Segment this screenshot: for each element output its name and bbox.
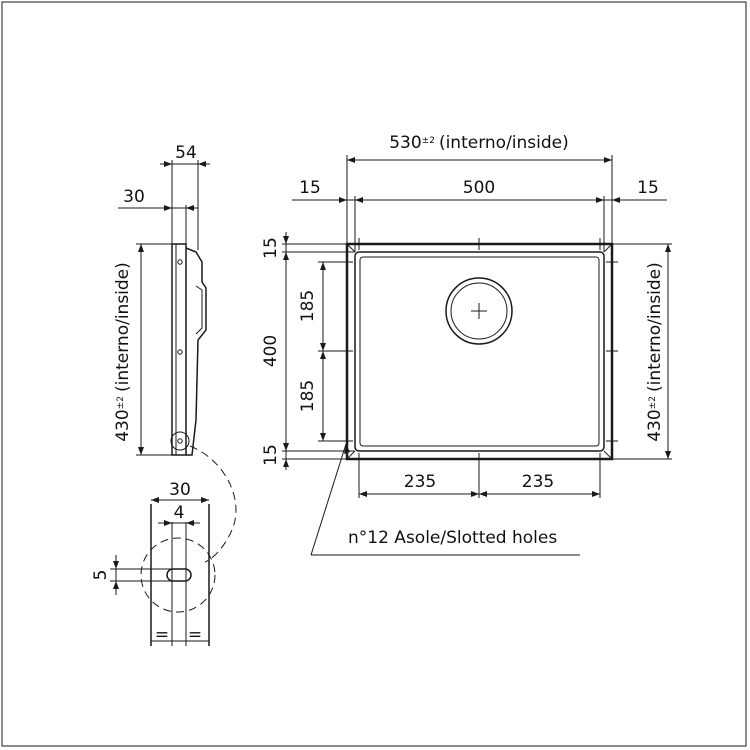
corner-line-bl <box>346 450 356 460</box>
dimension-arrows <box>113 157 671 589</box>
dim-margin-left: 15 <box>299 178 321 198</box>
drain-inner <box>450 282 508 340</box>
dim-inner-width: 500 <box>463 178 495 198</box>
side-profile-view: 54 30 430±2(interno/inside) <box>113 143 210 456</box>
corner-line-tr <box>603 243 613 253</box>
dim-margin-bottom: 15 <box>261 444 281 466</box>
sink-basin <box>354 251 605 452</box>
dim-bottom-left: 235 <box>404 472 436 492</box>
detail-circle <box>140 537 216 613</box>
dim-detail-width: 30 <box>169 480 191 500</box>
dim-side-depth: 54 <box>175 143 197 163</box>
dim-margin-right: 15 <box>637 178 659 198</box>
equal-mark-left: = <box>155 625 169 645</box>
side-pocket <box>195 285 203 335</box>
front-view: 530±2(interno/inside) 15 500 15 15 400 1… <box>261 133 672 556</box>
dim-margin-top: 15 <box>261 237 281 259</box>
corner-line-tl <box>346 243 356 253</box>
dim-bottom-right: 235 <box>522 472 554 492</box>
dim-hole-spacing-lower: 185 <box>298 380 318 412</box>
drain-outer <box>445 277 513 345</box>
side-outer-profile <box>185 247 207 456</box>
sink-basin-inner <box>359 256 600 447</box>
height-label-left: 430±2(interno/inside) <box>113 262 133 442</box>
dim-hole-spacing-upper: 185 <box>298 290 318 322</box>
slot-detail-view: 30 4 5 = = <box>91 480 216 646</box>
height-label-right: 430±2(interno/inside) <box>645 262 665 442</box>
side-hole-bottom <box>177 438 183 444</box>
dim-side-flange: 30 <box>123 187 145 207</box>
side-hole-top <box>177 259 183 265</box>
dim-detail-slot-width: 4 <box>174 503 185 523</box>
dim-detail-slot-height: 5 <box>91 570 111 581</box>
detail-leader <box>189 445 237 563</box>
dim-inner-height: 400 <box>261 335 281 367</box>
outer-width-label: 530±2(interno/inside) <box>389 133 569 153</box>
sink-outer-frame <box>345 242 614 461</box>
side-hole-mid <box>177 349 183 355</box>
slot-leader-line <box>310 443 347 556</box>
equal-mark-right: = <box>188 625 202 645</box>
slot-ticks <box>341 238 618 465</box>
detail-marker-circle <box>170 431 190 451</box>
corner-line-br <box>603 450 613 460</box>
slotted-holes-note: n°12 Asole/Slotted holes <box>348 528 557 548</box>
slotted-hole <box>166 568 192 582</box>
